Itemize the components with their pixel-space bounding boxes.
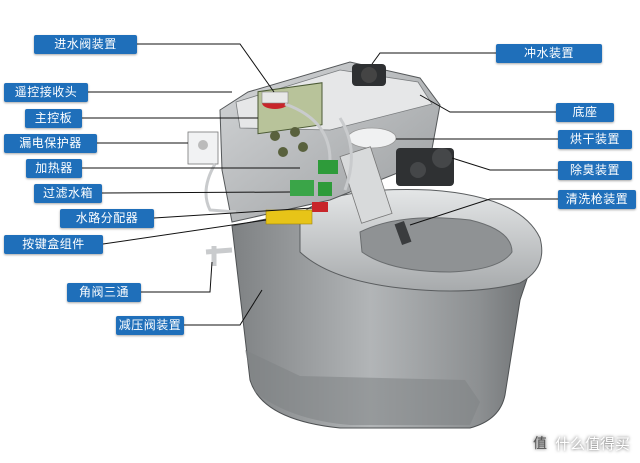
label-pressure-reducer: 减压阀装置	[116, 316, 184, 335]
dryer-fan	[347, 127, 397, 149]
label-filter-tank: 过滤水箱	[34, 184, 102, 203]
label-main-board: 主控板	[25, 109, 82, 128]
hoses	[204, 102, 353, 214]
label-leakage-protector: 漏电保护器	[4, 134, 97, 153]
watermark-logo-icon: 值	[528, 433, 551, 455]
watermark-text: 什么值得买	[554, 434, 630, 453]
main-board-pcb	[257, 82, 323, 135]
water-distributor-unit	[312, 202, 328, 212]
label-inlet-valve: 进水阀装置	[34, 35, 137, 54]
label-flush-device: 冲水装置	[496, 44, 602, 63]
label-wash-wand: 清洗枪装置	[558, 190, 636, 209]
label-button-box: 按键盒组件	[4, 235, 103, 254]
leader-lines	[82, 43, 558, 326]
heater-unit	[318, 160, 338, 174]
label-dryer: 烘干装置	[558, 130, 632, 149]
label-base: 底座	[556, 103, 614, 122]
watermark: 值什么值得买	[528, 433, 630, 455]
label-heater: 加热器	[26, 159, 82, 178]
angle-valve-tee	[205, 246, 233, 266]
label-deodorizer: 除臭装置	[558, 161, 632, 180]
label-water-distributor: 水路分配器	[60, 209, 154, 228]
label-angle-valve: 角阀三通	[67, 283, 141, 302]
button-box-unit	[265, 209, 313, 225]
wash-wand	[339, 146, 393, 224]
label-remote-receiver: 遥控接收头	[4, 83, 88, 102]
filter-tank-unit	[290, 180, 314, 196]
base-plinth	[245, 350, 480, 425]
